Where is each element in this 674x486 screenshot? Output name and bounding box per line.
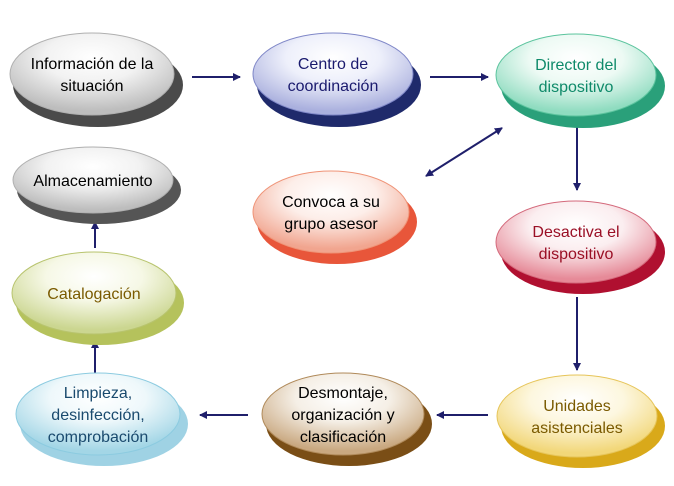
node-almacenamiento-label: Almacenamiento	[33, 173, 152, 190]
node-label-line: situación	[60, 78, 123, 95]
node-label-line: Desactiva el	[532, 224, 619, 241]
node-almacenamiento: Almacenamiento	[12, 146, 181, 224]
node-informacion-label: Información de la situación	[31, 56, 154, 95]
node-convoca-label: Convoca a su grupo asesor	[282, 194, 380, 233]
node-desmontaje: Desmontaje, organización y clasificación	[261, 372, 432, 466]
node-label-line: grupo asesor	[284, 216, 378, 233]
node-label-line: Unidades	[543, 398, 611, 415]
node-label-line: Desmontaje,	[298, 385, 388, 402]
node-label-line: Información de la	[31, 56, 154, 73]
node-label-line: coordinación	[288, 78, 379, 95]
node-catalogacion-label: Catalogación	[47, 286, 140, 303]
node-label-line: Limpieza,	[64, 385, 132, 402]
node-label-line: organización y	[291, 407, 394, 424]
node-director-label: Director del dispositivo	[535, 57, 617, 96]
arrow-director-convoca-bidirectional	[425, 127, 503, 177]
node-desactiva-label: Desactiva el dispositivo	[532, 224, 619, 263]
node-director: Director del dispositivo	[495, 33, 665, 128]
node-catalogacion: Catalogación	[11, 251, 184, 345]
node-label-line: Convoca a su	[282, 194, 380, 211]
node-label-line: desinfección,	[51, 407, 144, 424]
node-desactiva: Desactiva el dispositivo	[495, 200, 665, 294]
node-unidades-label: Unidades asistenciales	[531, 398, 623, 437]
node-label-line: asistenciales	[531, 420, 623, 437]
node-label-line: Centro de	[298, 56, 368, 73]
node-label-line: comprobación	[48, 429, 149, 446]
node-label-line: Director del	[535, 57, 617, 74]
connectors	[91, 73, 581, 419]
node-desmontaje-label: Desmontaje, organización y clasificación	[291, 385, 394, 446]
node-convoca: Convoca a su grupo asesor	[252, 170, 417, 264]
node-label-line: Catalogación	[47, 286, 140, 303]
node-informacion: Información de la situación	[9, 32, 183, 127]
node-label-line: Almacenamiento	[33, 173, 152, 190]
node-unidades: Unidades asistenciales	[496, 374, 665, 468]
node-centro-label: Centro de coordinación	[288, 56, 379, 95]
node-limpieza: Limpieza, desinfección, comprobación	[15, 372, 188, 466]
node-label-line: clasificación	[300, 429, 386, 446]
node-centro: Centro de coordinación	[252, 32, 421, 127]
node-label-line: dispositivo	[539, 246, 614, 263]
node-label-line: dispositivo	[539, 79, 614, 96]
node-limpieza-label: Limpieza, desinfección, comprobación	[48, 385, 149, 446]
